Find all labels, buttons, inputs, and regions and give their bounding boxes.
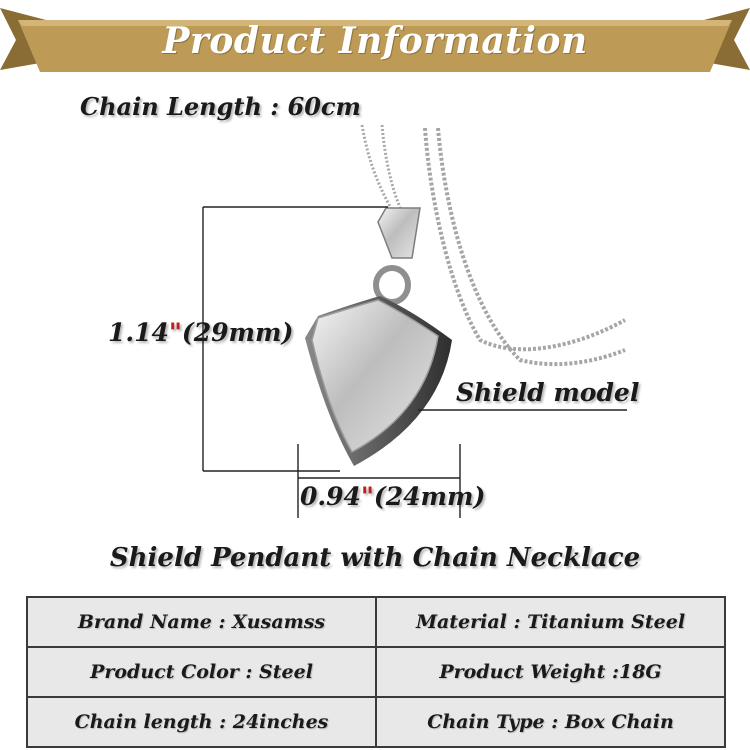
spec-chain-type: Chain Type : Box Chain [375, 696, 726, 748]
spec-material: Material : Titanium Steel [375, 596, 726, 648]
spec-color: Product Color : Steel [26, 646, 377, 698]
dimension-lines [202, 206, 627, 518]
height-value: 1.14 [108, 318, 169, 347]
chain-right [423, 127, 626, 367]
height-mm: (29mm) [181, 318, 294, 347]
table-row: Product Color : Steel Product Weight :18… [26, 646, 726, 698]
shield-model-label: Shield model [456, 378, 640, 407]
shield-pendant [305, 296, 452, 466]
height-dimension-label: 1.14"(29mm) [108, 318, 293, 347]
table-row: Brand Name : Xusamss Material : Titanium… [26, 596, 726, 648]
product-subtitle: Shield Pendant with Chain Necklace [109, 543, 641, 573]
pendant-illustration [202, 124, 627, 518]
spec-table: Brand Name : Xusamss Material : Titanium… [26, 596, 726, 748]
banner-title: Product Information [162, 20, 588, 62]
width-inch-mark: " [360, 482, 374, 511]
width-value: 0.94 [300, 482, 361, 511]
width-dimension-label: 0.94"(24mm) [300, 482, 485, 511]
table-row: Chain length : 24inches Chain Type : Box… [26, 696, 726, 748]
chain-left [360, 124, 404, 213]
width-mm: (24mm) [373, 482, 486, 511]
spec-brand: Brand Name : Xusamss [26, 596, 377, 648]
spec-weight: Product Weight :18G [375, 646, 726, 698]
height-inch-mark: " [168, 318, 182, 347]
banner-ribbon [0, 8, 750, 72]
spec-chain-length: Chain length : 24inches [26, 696, 377, 748]
pendant-bail [373, 207, 421, 305]
chain-length-label: Chain Length : 60cm [80, 92, 361, 121]
